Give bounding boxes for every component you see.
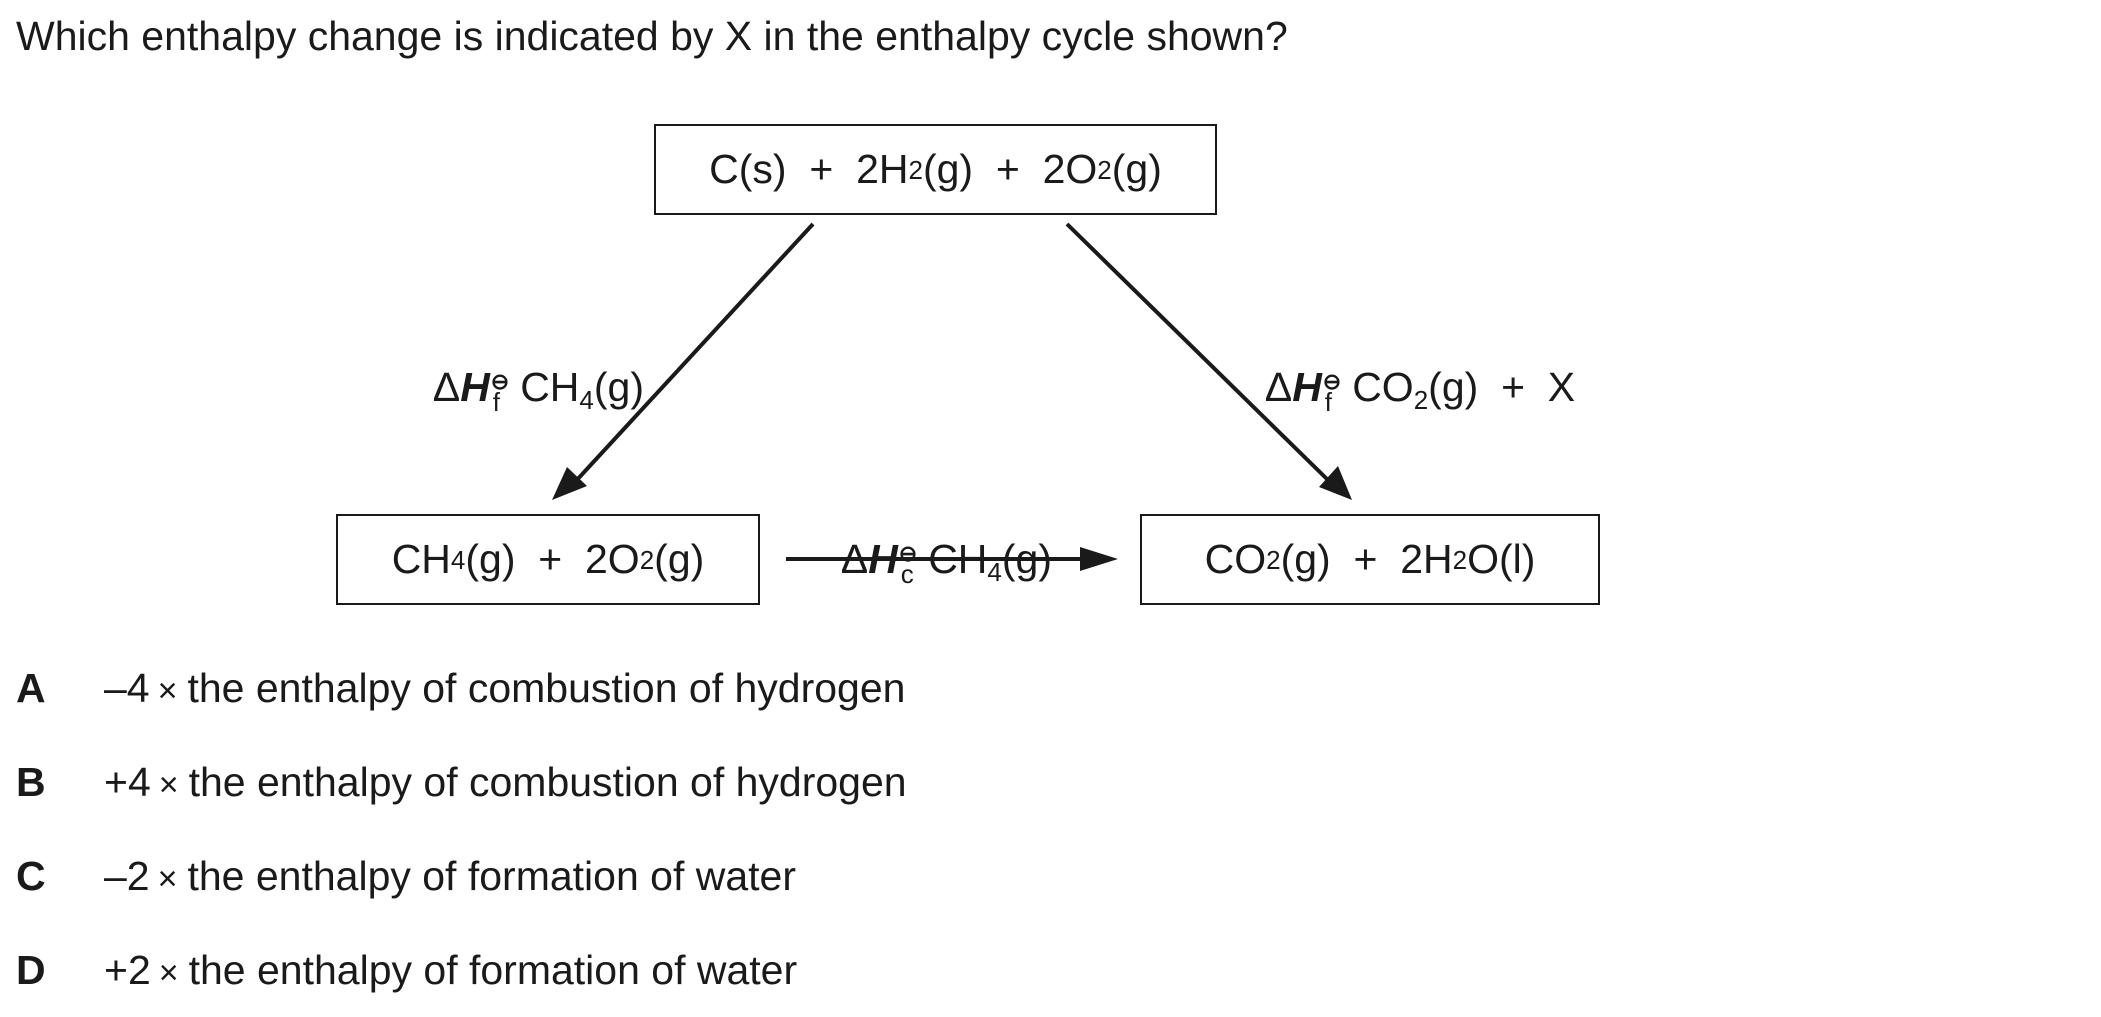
question-text: Which enthalpy change is indicated by X …: [16, 13, 1288, 59]
standard-state-symbol: ⊖: [490, 369, 510, 394]
standard-state-symbol: ⊖: [898, 541, 918, 566]
standard-state-symbol: ⊖: [1322, 369, 1342, 394]
arrow-top-to-right: [1065, 222, 1352, 500]
option-a[interactable]: A–4×the enthalpy of combustion of hydrog…: [16, 665, 906, 711]
option-c[interactable]: C–2×the enthalpy of formation of water: [16, 853, 796, 899]
option-d[interactable]: D+2×the enthalpy of formation of water: [16, 947, 798, 993]
left-arrow-label: ΔH⊖f CH4(g): [432, 364, 644, 417]
arrow-left-to-right: [786, 547, 1118, 571]
right-arrow-label: ΔH⊖f CO2(g) + X: [1264, 364, 1576, 417]
bottom-arrow-label: ΔH⊖c CH4(g): [840, 536, 1052, 589]
option-b[interactable]: B+4×the enthalpy of combustion of hydrog…: [16, 759, 907, 805]
arrow-top-to-left: [552, 222, 815, 500]
